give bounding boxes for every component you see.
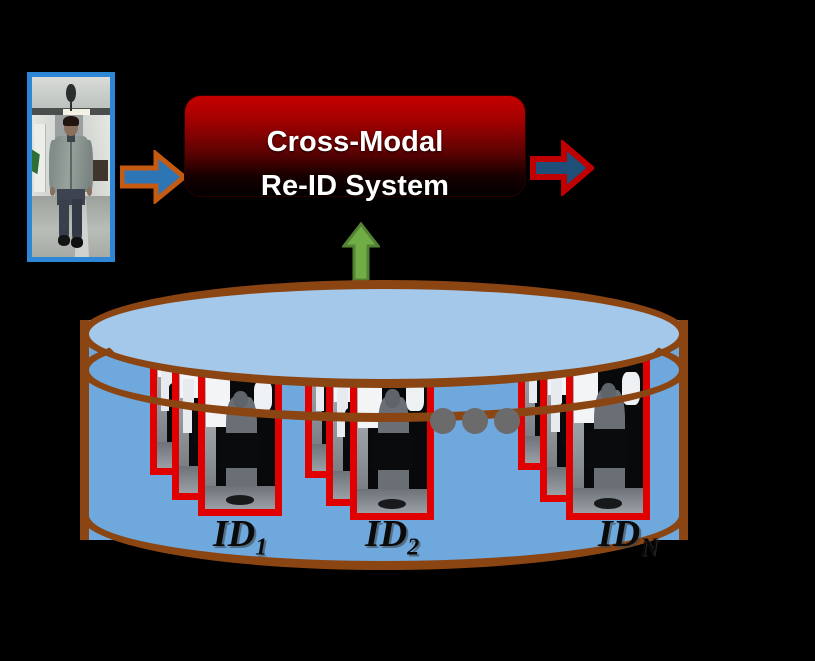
ceiling-lamp	[63, 109, 90, 115]
desk	[88, 159, 109, 182]
person-neck	[67, 132, 75, 142]
identity-label-1: ID1	[213, 513, 268, 561]
fan-stem	[70, 96, 73, 112]
ellipsis-dot	[430, 408, 456, 434]
cylinder-rim	[80, 318, 688, 422]
corridor-scene	[32, 77, 110, 257]
person-leg-left	[59, 199, 70, 241]
person-leg-right	[71, 199, 82, 241]
green-object	[32, 149, 40, 175]
input-arrow-icon	[120, 150, 186, 204]
system-title-line2: Re-ID System	[260, 170, 450, 202]
person-hand-left	[49, 186, 56, 196]
ellipsis-dot	[494, 408, 520, 434]
ellipsis-dot	[462, 408, 488, 434]
query-rgb-image	[27, 72, 115, 262]
jacket-zipper	[70, 140, 72, 191]
cross-modal-reid-system-box	[185, 96, 525, 196]
gallery-database: ID1 ID2	[80, 280, 688, 580]
identity-ellipsis	[430, 408, 520, 434]
door	[33, 123, 47, 193]
system-title-line1: Cross-Modal	[266, 126, 444, 158]
person-hand-right	[86, 186, 93, 196]
person-shoe-right	[71, 237, 84, 248]
floor	[32, 195, 110, 257]
output-arrow-icon	[530, 140, 594, 196]
ceiling-fan-icon	[66, 84, 76, 103]
gallery-feed-arrow-icon	[342, 222, 380, 282]
person-hair	[63, 115, 79, 127]
person-shoe-left	[57, 235, 71, 247]
identity-label-n: IDN	[598, 513, 658, 561]
identity-label-2: ID2	[365, 513, 420, 561]
system-box-label: Cross-Modal Re-ID System	[185, 120, 525, 208]
